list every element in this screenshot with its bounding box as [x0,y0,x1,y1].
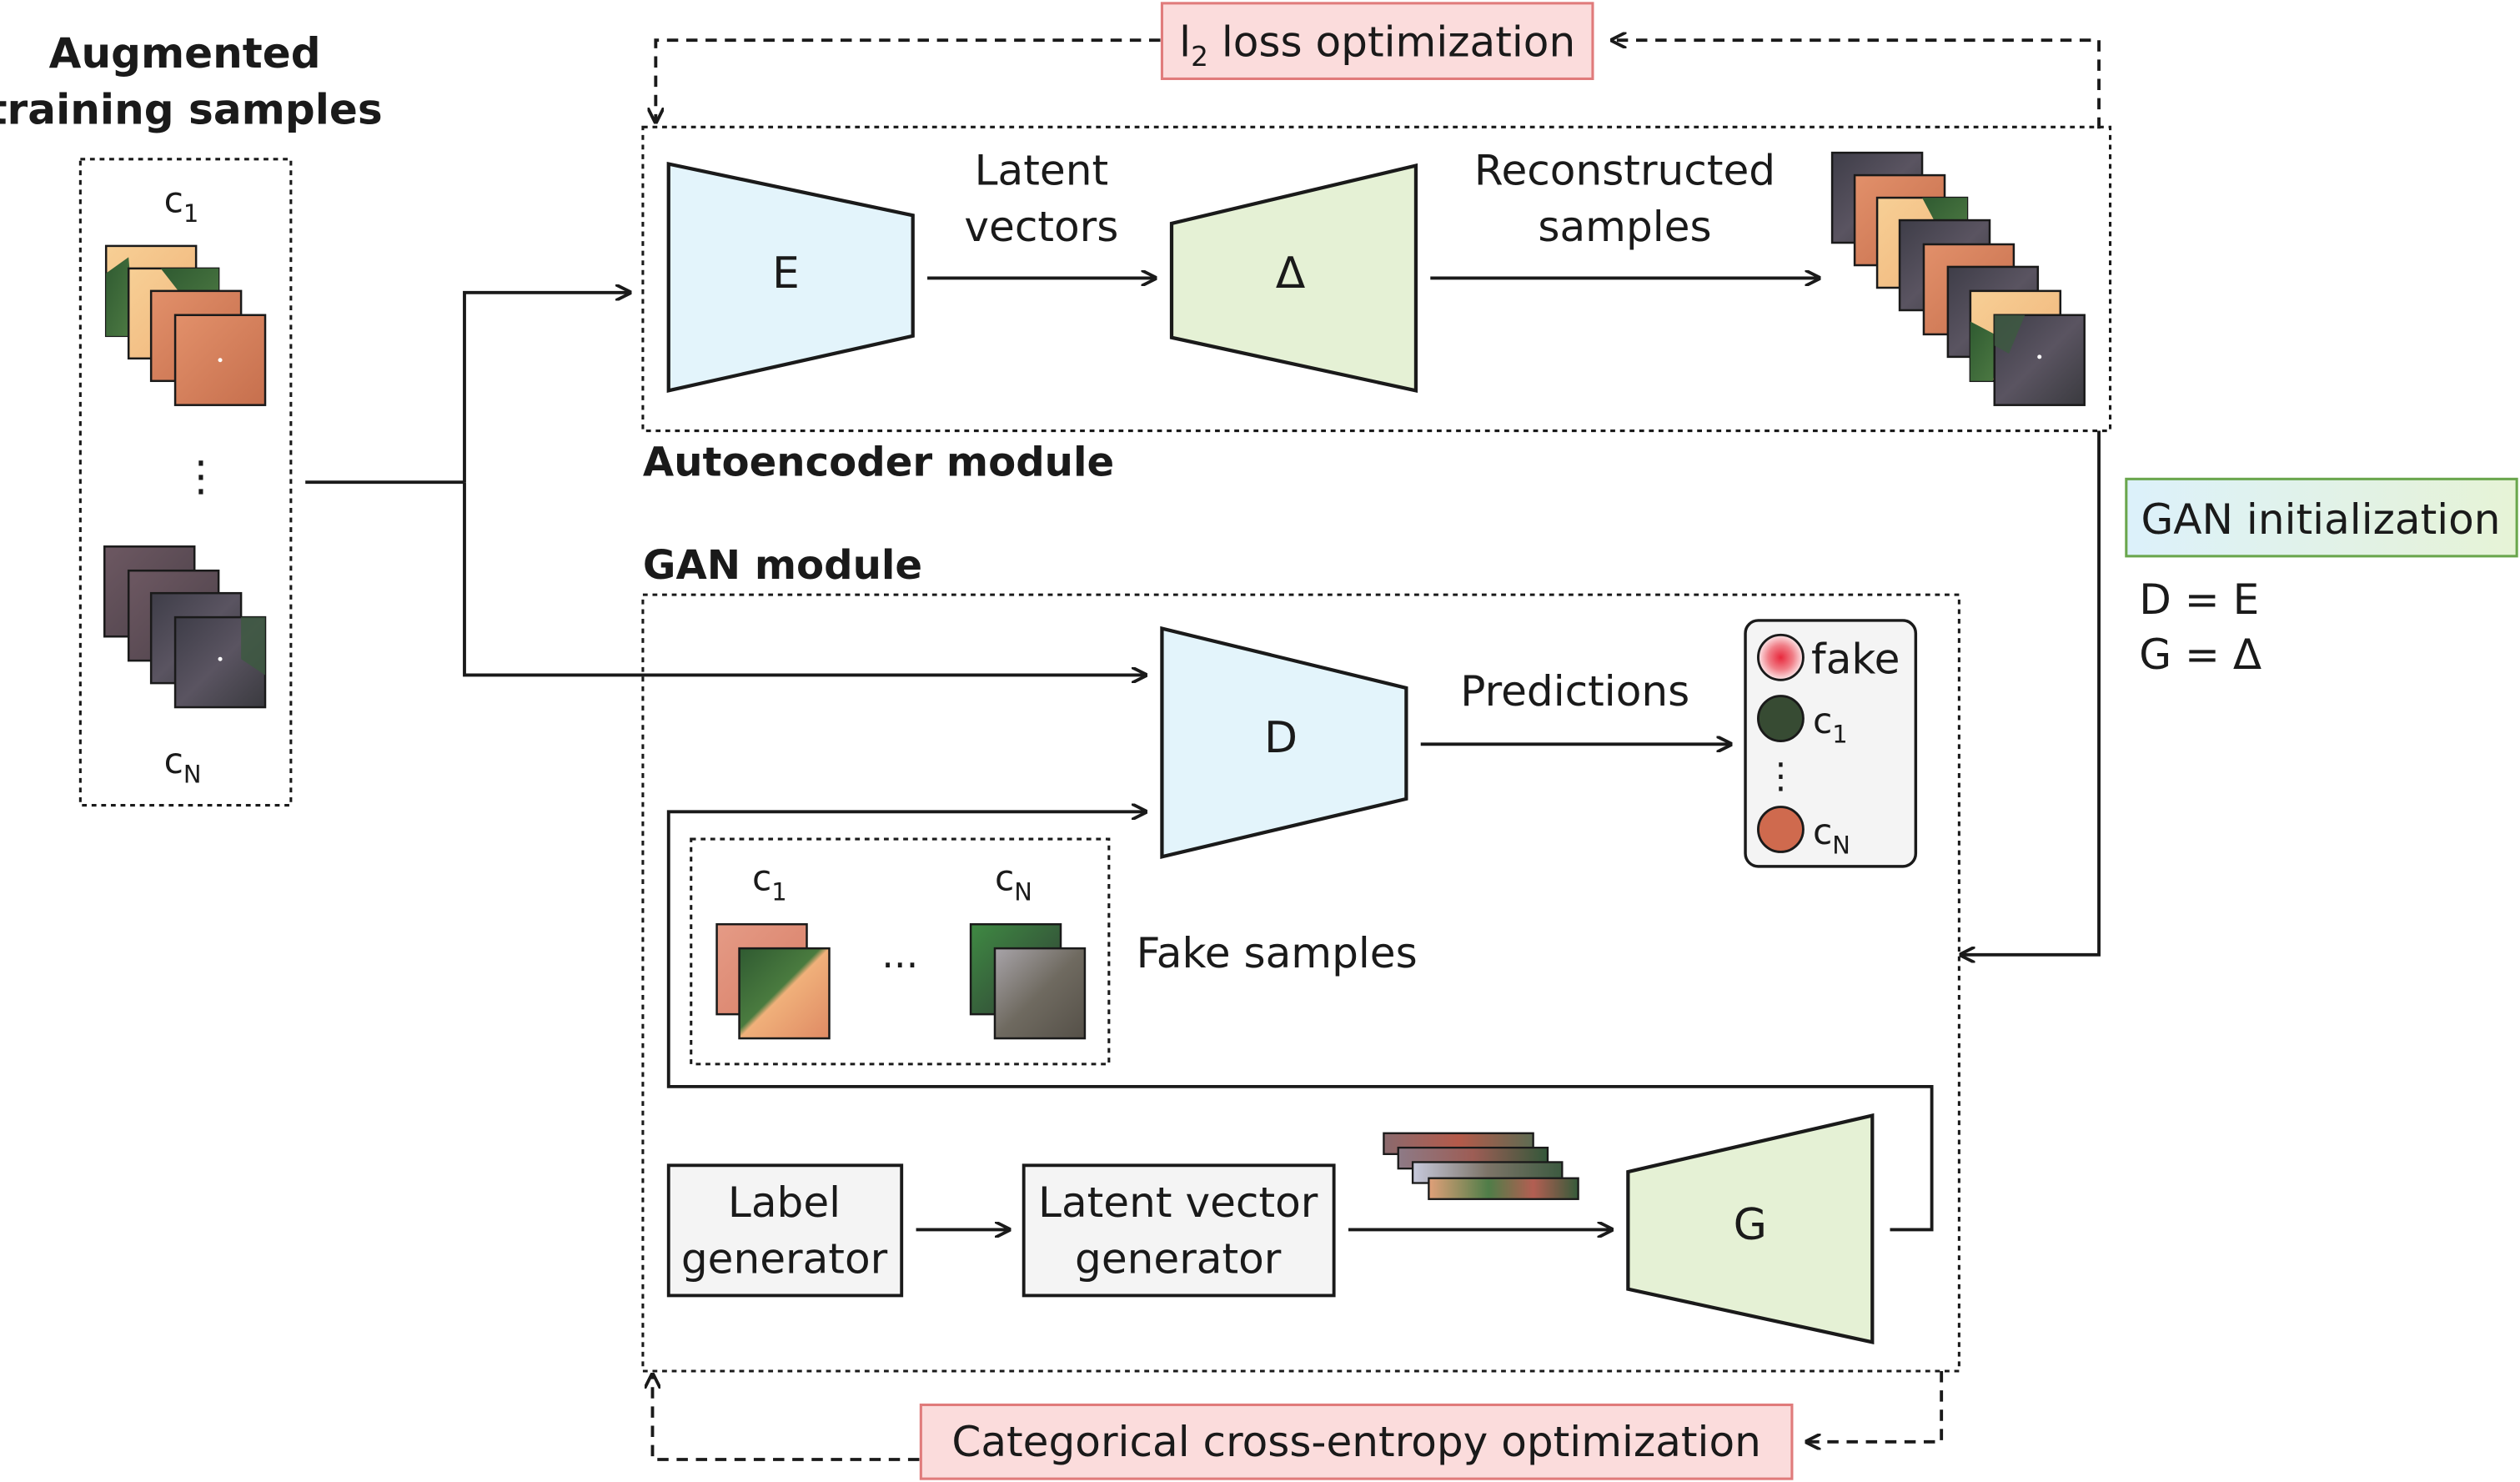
fake-circle [1757,633,1805,681]
fake-samples-label: Fake samples [1137,928,1418,977]
autoencoder-module-label: Autoencoder module [643,439,1114,485]
gan-initialization: GAN initialization D = E G = Δ [1960,430,2518,955]
ce-loss-label: Categorical cross-entropy optimization [951,1417,1761,1466]
pred-c1-circle [1757,695,1805,742]
class1-tile-stack [104,244,267,406]
decoder-delta-shape [1169,163,1418,393]
l2-loss-loop: l2 loss optimization [655,2,2101,129]
decoder-delta-label: Δ [1276,249,1306,299]
gan-dashed-box [641,593,1960,1373]
fake-c1-tiles [715,922,831,1040]
pred-ellipsis: ⋮ [1763,755,1798,796]
latent-vector-strips [1383,1132,1579,1200]
reconstructed-line2: samples [1538,202,1711,251]
reconstructed-tile-stack [1830,151,2086,406]
generator-to-discriminator-line [666,811,1934,1232]
generator-G-shape [1626,1113,1875,1344]
input-connectors [305,293,1146,676]
pred-cn-label: cN [1813,811,1850,860]
latent-vectors-line1: Latent [975,146,1108,195]
l2-loss-label: l2 loss optimization [1179,17,1575,73]
fake-samples-dashed-box [690,837,1111,1066]
gan-init-eq1: D = E [2139,575,2259,624]
ce-loss-box [919,1403,1794,1480]
ce-loss-loop: Categorical cross-entropy optimization [652,1371,1944,1480]
latent-generator-line1: Latent vector [1038,1178,1318,1227]
fake-samples-cn-label: cN [995,858,1032,907]
discriminator-D-shape [1160,625,1408,859]
samples-title-line1: Augmented [49,28,321,78]
gan-module-label: GAN module [643,542,922,589]
discriminator-D-label: D [1264,713,1298,763]
gan-init-eq2: G = Δ [2139,630,2261,679]
fake-cn-tiles [969,922,1087,1040]
latent-vectors-line2: vectors [964,202,1118,251]
autoencoder-module: E Latent vectors Δ Reconstructed samples [641,125,2112,433]
generator-G-label: G [1734,1200,1767,1250]
classN-tile-stack [103,545,267,709]
augmented-samples-panel: Augmented training samples c1 ⋮ cN [0,28,383,807]
samples-ellipsis: ⋮ [180,451,222,500]
autoencoder-dashed-box [641,125,2112,433]
label-generator-box [666,1163,904,1298]
samples-c1-label: c1 [164,179,199,228]
samples-dashed-box [78,158,293,807]
predictions-label: Predictions [1460,666,1689,716]
pred-c1-label: c1 [1813,701,1848,749]
fake-label: fake [1811,635,1900,684]
label-generator-line1: Label [728,1178,841,1227]
latent-vector-generator-box [1022,1163,1336,1298]
gan-init-box [2125,477,2518,558]
predictions-panel: fake c1 ⋮ cN [1744,619,1918,868]
gan-module: D Predictions fake c1 ⋮ cN c1 cN [641,593,1960,1373]
samples-title-line2: training samples [0,84,383,133]
reconstructed-line1: Reconstructed [1474,146,1775,195]
fake-samples-c1-label: c1 [752,858,787,907]
fake-samples-ellipsis: ... [881,932,918,977]
encoder-E-shape [666,161,915,393]
pred-cn-circle [1757,806,1805,853]
encoder-E-label: E [772,249,800,299]
samples-cn-label: cN [164,741,202,789]
gan-init-label: GAN initialization [2141,495,2500,544]
latent-generator-line2: generator [1075,1233,1282,1283]
label-generator-line2: generator [681,1233,888,1283]
l2-loss-box [1160,2,1594,80]
